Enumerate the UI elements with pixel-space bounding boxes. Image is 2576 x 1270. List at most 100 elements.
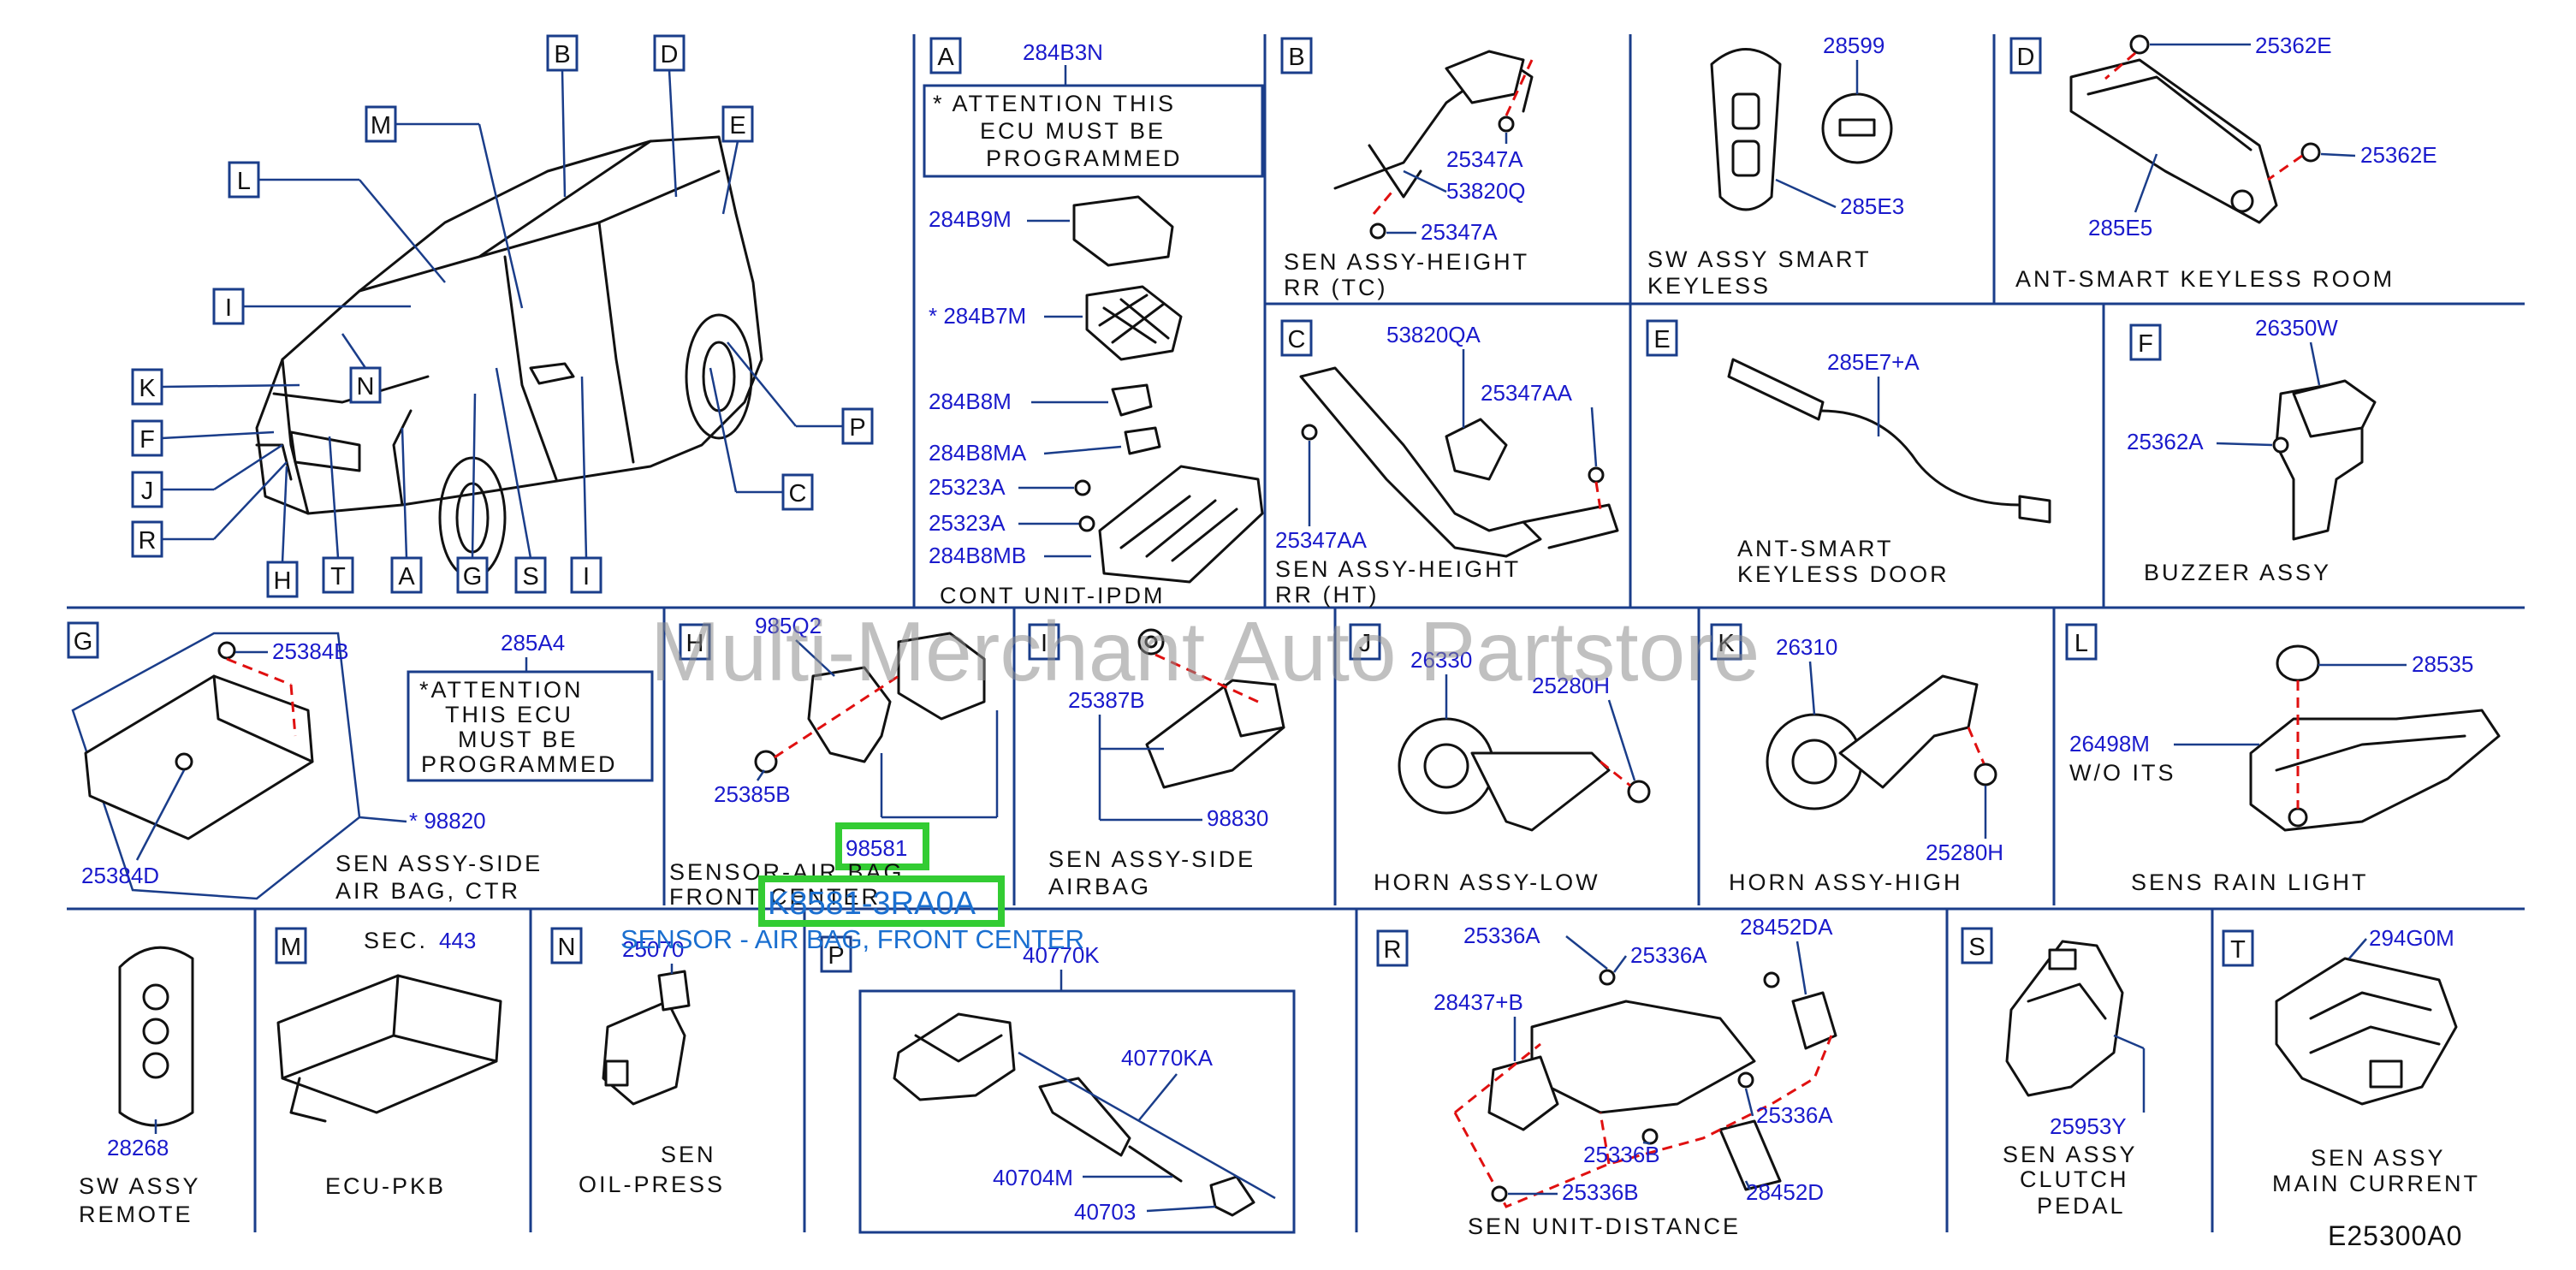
svg-text:N: N [558, 934, 576, 961]
panel-letter-A[interactable]: A [929, 37, 962, 74]
part-number[interactable]: 25347A [1421, 219, 1498, 245]
callout-D[interactable]: D [653, 34, 686, 72]
callout-G[interactable]: G [456, 556, 489, 594]
part-number[interactable]: * 284B7M [929, 303, 1026, 329]
callout-R[interactable]: R [131, 520, 163, 558]
section-reference-number[interactable]: 443 [439, 928, 476, 953]
part-number[interactable]: 25384B [272, 638, 349, 664]
part-number[interactable]: 28452DA [1740, 914, 1833, 940]
part-number[interactable]: 28452D [1746, 1179, 1824, 1205]
callout-M[interactable]: M [365, 105, 397, 143]
part-number[interactable]: 25323A [929, 510, 1006, 536]
callout-C[interactable]: C [781, 473, 814, 511]
callout-B[interactable]: B [546, 34, 579, 72]
part-number[interactable]: 26498M [2069, 731, 2150, 757]
part-number[interactable]: 25336A [1630, 942, 1707, 968]
callout-A[interactable]: A [390, 556, 423, 594]
part-number[interactable]: 25347AA [1481, 380, 1573, 406]
part-number[interactable]: 985Q2 [755, 613, 822, 638]
part-number[interactable]: 40770KA [1121, 1045, 1214, 1071]
part-number[interactable]: 285E5 [2088, 215, 2152, 240]
part-number[interactable]: 53820QA [1386, 322, 1481, 347]
part-number[interactable]: 284B8MB [929, 543, 1026, 568]
part-number[interactable]: 284B8MA [929, 440, 1027, 466]
panel-letter-K[interactable]: K [1710, 623, 1742, 661]
part-number[interactable]: 25336A [1463, 923, 1540, 948]
part-number[interactable]: 25953Y [2050, 1113, 2127, 1139]
panel-letter-N[interactable]: N [550, 927, 583, 964]
part-number[interactable]: 25280H [1532, 673, 1610, 698]
highlight-oem-number[interactable]: K8581-3RA0A [768, 886, 976, 922]
part-number[interactable]: 26330 [1410, 647, 1472, 673]
callout-I-top[interactable]: I [212, 288, 245, 325]
part-number[interactable]: 25336B [1562, 1179, 1639, 1205]
panel-letter-J[interactable]: J [1349, 623, 1381, 661]
part-number[interactable]: 28599 [1823, 33, 1885, 58]
callout-P[interactable]: P [841, 407, 874, 445]
part-number[interactable]: 40770K [1023, 942, 1100, 968]
part-number[interactable]: 25347AA [1275, 527, 1368, 553]
highlight-part-box[interactable] [835, 822, 929, 870]
part-number[interactable]: 25387B [1068, 687, 1145, 713]
panel-letter-B[interactable]: B [1280, 37, 1313, 74]
callout-K[interactable]: K [131, 368, 163, 406]
callout-L[interactable]: L [228, 161, 260, 199]
svg-text:S: S [522, 563, 538, 590]
part-number[interactable]: 285E3 [1840, 193, 1904, 219]
svg-text:L: L [2074, 630, 2088, 657]
panel-letter-L[interactable]: L [2065, 623, 2098, 661]
part-number[interactable]: 25385B [714, 781, 791, 807]
panel-letter-H[interactable]: H [679, 623, 711, 661]
part-number[interactable]: 53820Q [1446, 178, 1526, 204]
part-number[interactable]: * 98820 [409, 808, 486, 834]
panel-letter-T[interactable]: T [2222, 929, 2254, 967]
highlight-oem-box[interactable] [758, 875, 1005, 927]
part-number[interactable]: 284B9M [929, 206, 1012, 232]
part-number[interactable]: 25336A [1756, 1102, 1833, 1128]
part-number[interactable]: 25323A [929, 474, 1006, 500]
part-number[interactable]: 98830 [1207, 805, 1268, 831]
callout-F[interactable]: F [131, 419, 163, 457]
part-number[interactable]: 28437+B [1433, 989, 1523, 1015]
part-number[interactable]: 25070 [622, 936, 684, 962]
part-number[interactable]: 40703 [1074, 1199, 1136, 1225]
part-number[interactable]: 294G0M [2369, 925, 2454, 951]
callout-E[interactable]: E [721, 105, 754, 143]
panel-letter-E[interactable]: E [1646, 319, 1678, 357]
part-number[interactable]: 25362E [2360, 142, 2437, 168]
part-number[interactable]: 28535 [2412, 651, 2473, 677]
part-number[interactable]: 25362A [2127, 429, 2204, 454]
callout-J[interactable]: J [131, 471, 163, 508]
part-number[interactable]: 25336B [1583, 1142, 1660, 1167]
part-number[interactable]: 26350W [2255, 315, 2338, 341]
callout-S[interactable]: S [514, 556, 547, 594]
panel-letter-P[interactable]: P [820, 935, 852, 973]
svg-text:I: I [1041, 630, 1048, 657]
part-number[interactable]: 25384D [81, 863, 159, 888]
part-number[interactable]: 285E7+A [1827, 349, 1920, 375]
part-number[interactable]: 284B8M [929, 389, 1012, 414]
part-number[interactable]: 285A4 [501, 630, 565, 656]
callout-H[interactable]: H [266, 561, 299, 598]
panel-letter-G[interactable]: G [67, 621, 99, 659]
part-number[interactable]: 26310 [1776, 634, 1837, 660]
part-number[interactable]: 25280H [1926, 840, 2003, 865]
panel-letter-I[interactable]: I [1028, 623, 1060, 661]
panel-letter-C[interactable]: C [1280, 319, 1313, 357]
panel-letter-F[interactable]: F [2129, 323, 2162, 361]
part-number[interactable]: 25347A [1446, 146, 1523, 172]
part-number[interactable]: 40704M [993, 1165, 1073, 1190]
part-number[interactable]: 25362E [2255, 33, 2332, 58]
highlight-part-number[interactable]: 98581 [846, 835, 907, 861]
part-number[interactable]: 284B3N [1023, 39, 1103, 65]
panel-letter-R[interactable]: R [1376, 929, 1409, 967]
attention-note: *ATTENTION [419, 677, 584, 703]
panel-letter-D[interactable]: D [2009, 37, 2042, 74]
callout-I-bottom[interactable]: I [570, 556, 602, 594]
svg-text:L: L [237, 168, 251, 195]
part-number[interactable]: 28268 [107, 1135, 169, 1160]
callout-N[interactable]: N [349, 366, 382, 404]
callout-T[interactable]: T [322, 556, 354, 594]
panel-letter-M[interactable]: M [275, 927, 307, 964]
panel-letter-S[interactable]: S [1961, 927, 1993, 964]
